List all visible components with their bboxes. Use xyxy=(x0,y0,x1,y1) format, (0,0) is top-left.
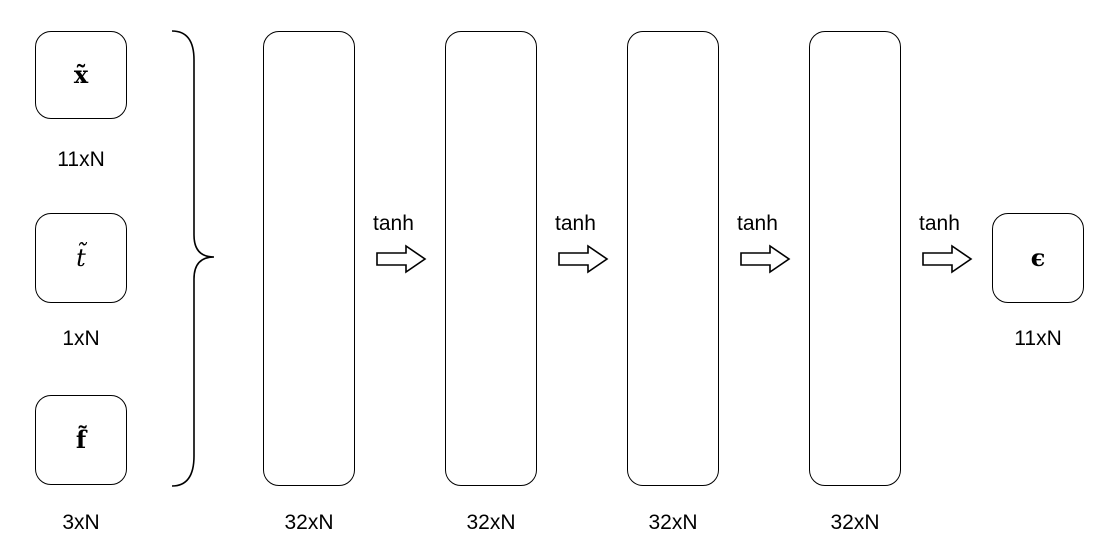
activation-label-4: tanh xyxy=(919,212,960,235)
input-f-box: f̃ xyxy=(35,395,127,485)
input-x-box: x̃ xyxy=(35,31,127,119)
output-dims: 11xN xyxy=(1014,327,1062,350)
input-f-dims: 3xN xyxy=(62,511,100,534)
output-epsilon-symbol: ϵ xyxy=(1030,243,1046,272)
hidden-layer-2-box xyxy=(445,31,537,486)
hidden-layer-4-box xyxy=(809,31,901,486)
input-x-dims: 11xN xyxy=(57,148,105,171)
hidden-layer-1-dims: 32xN xyxy=(284,511,334,534)
hidden-layer-2-dims: 32xN xyxy=(466,511,516,534)
hidden-layer-1-box xyxy=(263,31,355,486)
hidden-layer-4-dims: 32xN xyxy=(830,511,880,534)
arrow-2 xyxy=(558,244,609,274)
hidden-layer-3-box xyxy=(627,31,719,486)
input-f-symbol: f̃ xyxy=(75,425,87,454)
activation-label-3: tanh xyxy=(737,212,778,235)
input-t-symbol: t̃ xyxy=(76,244,86,272)
hidden-layer-3-dims: 32xN xyxy=(648,511,698,534)
arrow-1 xyxy=(376,244,427,274)
input-t-box: t̃ xyxy=(35,213,127,303)
output-box: ϵ xyxy=(992,213,1084,303)
arrow-3 xyxy=(740,244,791,274)
input-t-dims: 1xN xyxy=(62,327,100,350)
activation-label-2: tanh xyxy=(555,212,596,235)
activation-label-1: tanh xyxy=(373,212,414,235)
input-x-symbol: x̃ xyxy=(73,60,89,89)
arrow-4 xyxy=(922,244,973,274)
